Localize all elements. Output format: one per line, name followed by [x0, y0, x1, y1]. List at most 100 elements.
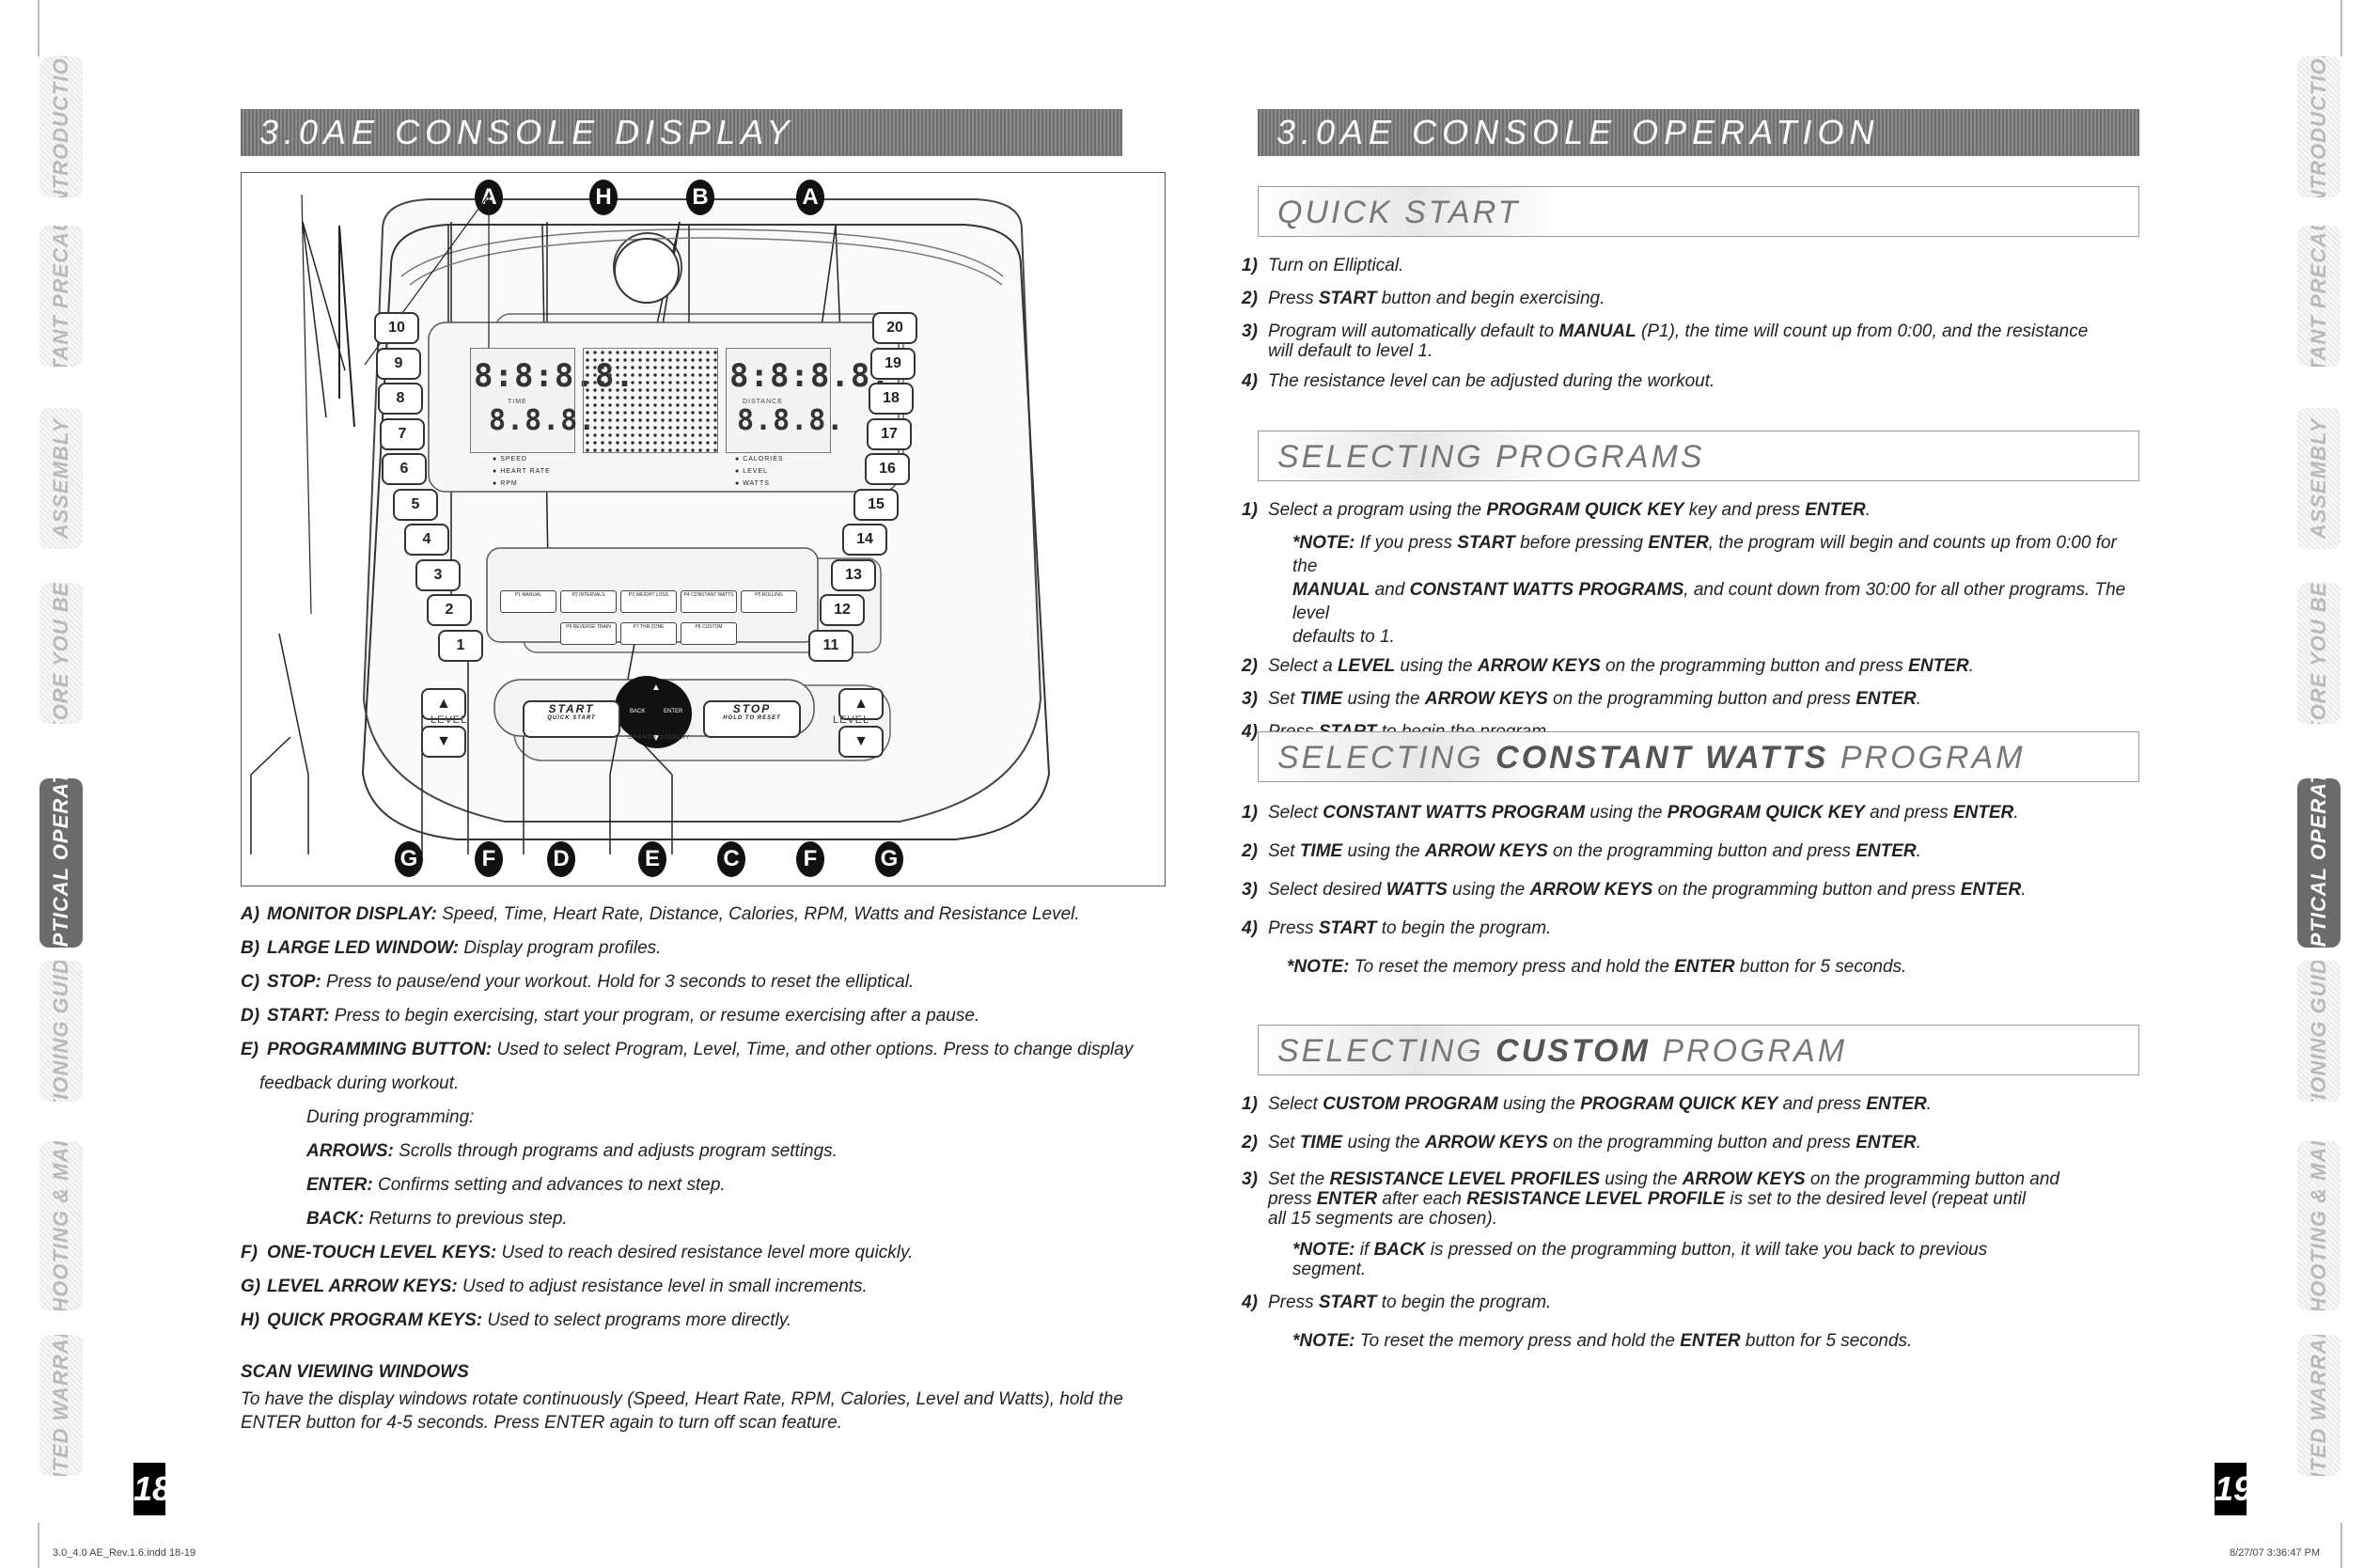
program-key[interactable]: P5 ROLLING — [741, 590, 797, 613]
stop-sublabel: HOLD TO RESET — [723, 715, 781, 721]
side-tab[interactable]: CONDITIONING GUIDELINES — [2297, 961, 2341, 1102]
cw-note: *NOTE: To reset the memory press and hol… — [1287, 957, 1907, 977]
level-key[interactable]: 15 — [853, 488, 899, 521]
program-key[interactable]: P4 CONSTANT WATTS — [681, 590, 737, 613]
level-key[interactable]: 12 — [820, 594, 865, 626]
level-key[interactable]: 10 — [374, 312, 419, 344]
side-tab[interactable]: ELLIPTICAL OPERATION — [39, 778, 83, 948]
side-tab-label: ASSEMBLY — [2307, 417, 2330, 540]
level-key[interactable]: 2 — [427, 594, 472, 626]
start-button[interactable]: START QUICK START — [523, 700, 620, 738]
right-led-labels: ● CALORIES● LEVEL● WATTS — [735, 453, 784, 490]
left-descriptions: A)MONITOR DISPLAY: Speed, Time, Heart Ra… — [241, 902, 1143, 1435]
level-key[interactable]: 14 — [842, 524, 887, 556]
side-tab[interactable]: TROUBLESHOOTING & MAINTENANCE — [2297, 1141, 2341, 1310]
callout-g-left: G — [395, 841, 423, 877]
description-item: A)MONITOR DISPLAY: Speed, Time, Heart Ra… — [241, 904, 1080, 924]
enter-label: ENTER — [664, 709, 683, 714]
side-tab[interactable]: TROUBLESHOOTING & MAINTENANCE — [39, 1141, 83, 1310]
cu-note-2: *NOTE: To reset the memory press and hol… — [1292, 1331, 1913, 1351]
program-key[interactable]: P6 REVERSE TRAIN — [560, 622, 617, 645]
level-up-arrow-left[interactable]: ▲ — [421, 688, 466, 720]
stop-button[interactable]: STOP HOLD TO RESET — [703, 700, 801, 738]
level-key[interactable]: 8 — [378, 383, 423, 415]
side-tab-label: INTRODUCTION — [49, 56, 72, 197]
side-tab[interactable]: INTRODUCTION — [39, 56, 83, 197]
side-tab[interactable]: IMPORTANT PRECAUTIONS — [39, 226, 83, 367]
led-dot-icon: ● — [735, 468, 744, 475]
description-item: C)STOP: Press to pause/end your workout.… — [241, 972, 915, 992]
led-label: ● RPM — [493, 478, 551, 490]
level-up-arrow-right[interactable]: ▲ — [838, 688, 884, 720]
description-line: During programming: — [306, 1107, 475, 1127]
level-key[interactable]: 18 — [869, 383, 914, 415]
stop-label: STOP — [732, 702, 772, 715]
level-key[interactable]: 20 — [872, 312, 917, 344]
side-tab[interactable]: BEFORE YOU BEGIN — [39, 583, 83, 724]
level-key[interactable]: 11 — [808, 629, 853, 662]
level-key[interactable]: 19 — [870, 347, 916, 380]
led-label: ● LEVEL — [735, 465, 784, 478]
level-down-arrow-left[interactable]: ▼ — [421, 726, 466, 758]
program-key[interactable]: P3 WEIGHT LOSS — [620, 590, 677, 613]
side-tab-label: BEFORE YOU BEGIN — [2307, 583, 2330, 724]
side-tab-label: TROUBLESHOOTING & MAINTENANCE — [49, 1141, 72, 1310]
side-tab[interactable]: ELLIPTICAL OPERATION — [2297, 778, 2341, 948]
led-label-text: SPEED — [500, 456, 527, 463]
level-key[interactable]: 13 — [831, 558, 876, 591]
level-key[interactable]: 3 — [415, 558, 461, 591]
console-body — [301, 194, 1051, 840]
calories-display: 8.8.8. — [737, 404, 845, 437]
level-key[interactable]: 5 — [393, 488, 438, 521]
program-key[interactable]: P1 MANUAL — [500, 590, 556, 613]
time-label: TIME — [508, 399, 527, 405]
sp-step-3: 3)Set TIME using the ARROW KEYS on the p… — [1242, 689, 1921, 709]
side-tab-label: ASSEMBLY — [49, 417, 72, 540]
page-number-left: 18 — [133, 1463, 171, 1515]
side-tab[interactable]: ASSEMBLY — [2297, 408, 2341, 549]
large-led-window — [583, 348, 718, 453]
right-banner: 3.0AE CONSOLE OPERATION — [1258, 109, 2139, 156]
arrow-down-icon: ▼ — [651, 733, 661, 744]
program-key[interactable]: P2 INTERVALS — [560, 590, 617, 613]
description-item: F)ONE-TOUCH LEVEL KEYS: Used to reach de… — [241, 1243, 914, 1262]
level-key[interactable]: 9 — [376, 347, 421, 380]
side-tab[interactable]: LIMITED WARRANTY — [39, 1335, 83, 1476]
side-tab[interactable]: CONDITIONING GUIDELINES — [39, 961, 83, 1102]
side-tab[interactable]: LIMITED WARRANTY — [2297, 1335, 2341, 1476]
start-sublabel: QUICK START — [547, 715, 596, 721]
constant-watts-heading: SELECTING CONSTANT WATTS PROGRAM — [1258, 731, 2139, 782]
level-key[interactable]: 4 — [404, 524, 449, 556]
change-display-label: CHANGE DISPLAY — [628, 735, 691, 741]
side-tab-label: ELLIPTICAL OPERATION — [2307, 778, 2330, 948]
arrow-up-icon: ▲ — [651, 682, 661, 693]
level-down-arrow-right[interactable]: ▼ — [838, 726, 884, 758]
quick-start-heading: QUICK START — [1258, 186, 2139, 237]
description-item: G)LEVEL ARROW KEYS: Used to adjust resis… — [241, 1277, 868, 1296]
program-key[interactable]: P7 THR ZONE — [620, 622, 677, 645]
description-item: ENTER: Confirms setting and advances to … — [306, 1175, 726, 1195]
led-label-text: WATTS — [743, 480, 770, 487]
cu-step-4: 4)Press START to begin the program. — [1242, 1293, 1552, 1312]
callout-f-right: F — [796, 841, 824, 877]
program-key[interactable]: P8 CUSTOM — [681, 622, 737, 645]
side-tab[interactable]: INTRODUCTION — [2297, 56, 2341, 197]
crop-mark — [2341, 0, 2342, 56]
cw-step-4: 4)Press START to begin the program. — [1242, 918, 1552, 938]
level-key[interactable]: 7 — [380, 417, 425, 450]
distance-display: 8:8:8.8. — [729, 357, 891, 395]
level-key[interactable]: 6 — [382, 453, 427, 485]
level-key[interactable]: 16 — [865, 453, 910, 485]
description-item: BACK: Returns to previous step. — [306, 1209, 568, 1229]
side-tab[interactable]: IMPORTANT PRECAUTIONS — [2297, 226, 2341, 367]
side-tab-label: CONDITIONING GUIDELINES — [2307, 961, 2330, 1102]
side-tab-label: IMPORTANT PRECAUTIONS — [49, 226, 72, 367]
callout-d: D — [547, 841, 575, 877]
level-key[interactable]: 17 — [867, 417, 912, 450]
side-tab[interactable]: BEFORE YOU BEGIN — [2297, 583, 2341, 724]
side-tab-label: CONDITIONING GUIDELINES — [49, 961, 72, 1102]
level-key[interactable]: 1 — [438, 629, 483, 662]
side-tab[interactable]: ASSEMBLY — [39, 408, 83, 549]
programming-button[interactable]: BACK ENTER ▲ ▼ — [622, 679, 692, 748]
led-dot-icon: ● — [735, 456, 744, 463]
